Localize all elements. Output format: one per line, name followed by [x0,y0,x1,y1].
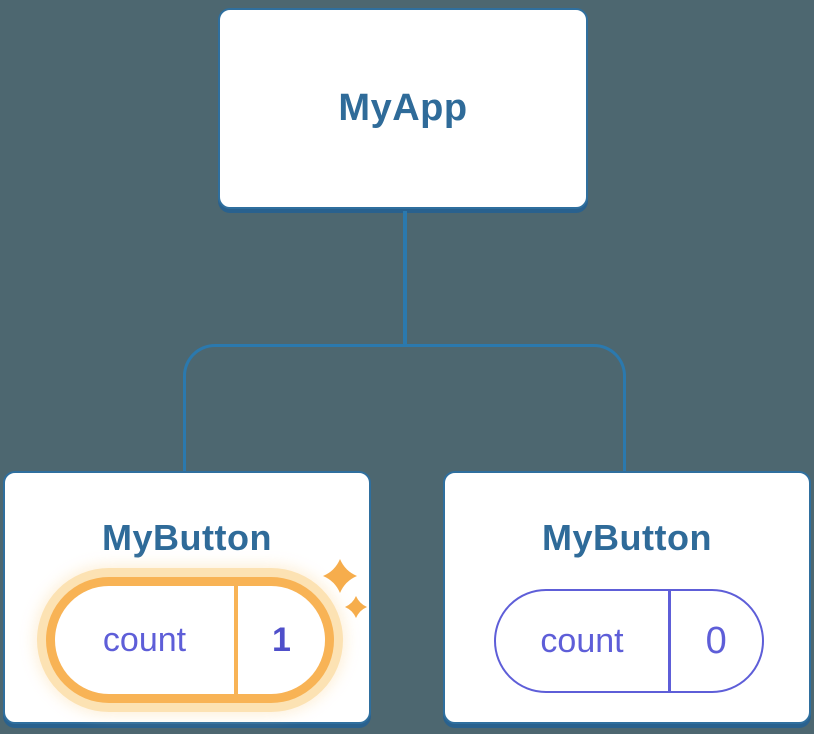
connector-bracket [183,344,626,472]
state-value: 1 [272,620,291,659]
button-node-updated: MyButton count 1 [3,471,371,724]
state-pill-divider [668,591,671,691]
button-node-default: MyButton count 0 [443,471,811,724]
state-key-label: count [540,621,624,660]
state-value-cell: 1 [238,586,325,694]
button-node-label: MyButton [542,517,712,558]
connector-stem [403,211,407,346]
sparkle-icon [323,559,367,618]
state-value: 0 [705,619,727,662]
state-value-cell: 0 [671,591,763,691]
state-pill: count 0 [494,589,764,693]
state-key-label: count [102,620,187,659]
state-pill-highlighted: count 1 [46,577,334,703]
app-node: MyApp [218,8,588,209]
app-node-label: MyApp [338,87,468,129]
state-key-cell: count [55,586,234,694]
button-node-label: MyButton [102,517,272,558]
state-pill-inner: count 1 [55,586,325,694]
state-key-cell: count [496,591,668,691]
